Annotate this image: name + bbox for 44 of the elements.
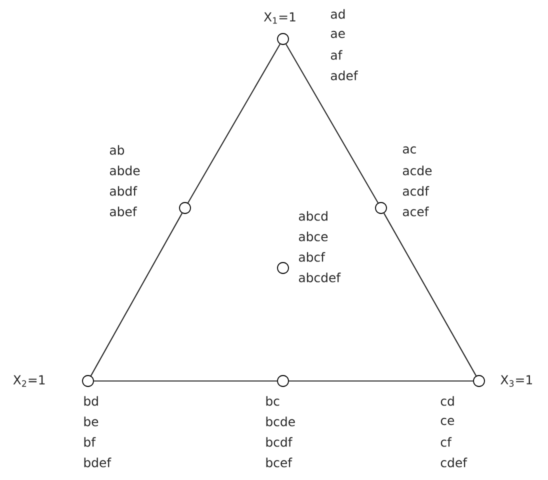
set-label: bd — [84, 396, 98, 406]
vertex-label: X$_{1}$=1 — [264, 12, 296, 24]
vertex-label: X$_{2}$=1 — [13, 375, 45, 387]
set-label: bcde — [266, 416, 295, 426]
triangle-side — [383, 212, 477, 376]
set-label: cd — [440, 396, 454, 406]
set-label: ce — [440, 418, 454, 426]
set-label: acef — [402, 206, 429, 216]
point-marker — [82, 375, 94, 387]
set-label: abcdef — [298, 272, 341, 282]
triangle-side — [94, 380, 278, 382]
point-marker — [277, 262, 289, 274]
point-marker — [473, 375, 485, 387]
set-label: abde — [110, 166, 140, 176]
vertex-label: X$_{3}$=1 — [500, 375, 532, 387]
point-marker — [277, 33, 289, 45]
set-label: bcdf — [266, 437, 292, 447]
point-marker — [375, 202, 387, 214]
set-label: ad — [330, 9, 345, 19]
set-label: bf — [84, 437, 96, 447]
set-label: bc — [266, 396, 280, 406]
set-label: be — [84, 416, 98, 426]
set-label: acde — [402, 166, 432, 176]
point-marker — [277, 375, 289, 387]
set-label: bdef — [84, 458, 112, 468]
set-label: adef — [330, 70, 358, 80]
set-label: abdf — [110, 186, 138, 196]
point-marker — [179, 202, 191, 214]
set-label: ac — [402, 146, 416, 154]
set-label: acdf — [402, 186, 430, 196]
set-label: cf — [440, 437, 452, 447]
set-label: af — [330, 50, 342, 60]
set-label: ae — [330, 30, 345, 38]
set-label: abcd — [298, 211, 328, 221]
triangle-side — [90, 212, 183, 376]
set-label: cdef — [440, 458, 468, 468]
set-label: abcf — [298, 252, 326, 262]
set-label: abce — [298, 232, 328, 242]
set-label: ab — [110, 145, 124, 155]
triangle-side — [286, 44, 378, 204]
triangle-side — [188, 44, 280, 204]
triangle-side — [288, 380, 474, 382]
set-label: abef — [110, 206, 138, 216]
set-label: bcef — [266, 458, 292, 468]
